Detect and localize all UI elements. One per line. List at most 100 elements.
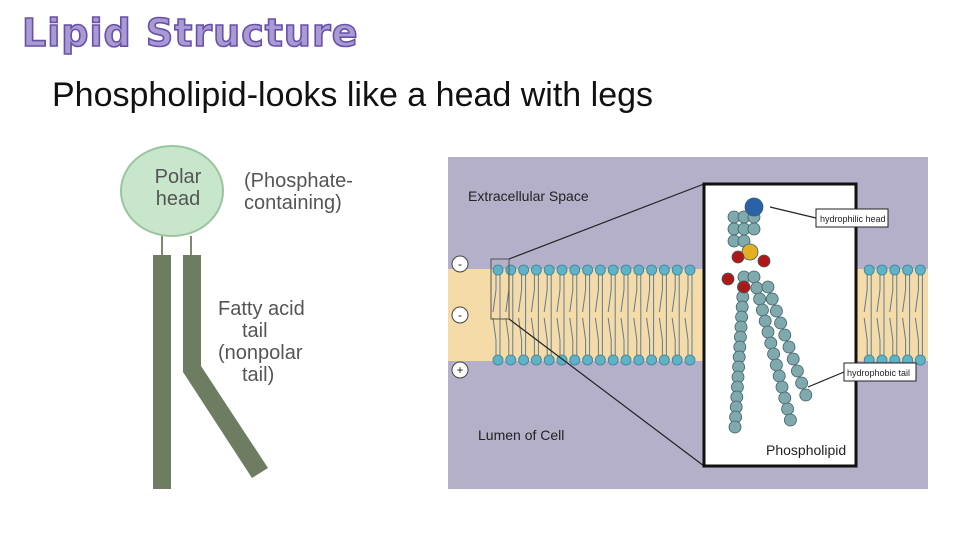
charge-bottom-text: + — [456, 363, 463, 377]
zoom-tail-bead — [761, 325, 775, 339]
straight-tail — [153, 255, 171, 489]
lipid-head-bead — [594, 264, 606, 276]
zoom-tail-bead — [767, 347, 781, 361]
lipid-tail-line — [863, 275, 872, 315]
zoom-tail-bead — [774, 316, 788, 330]
bent-tail — [183, 255, 268, 478]
slide-subtitle: Phospholipid-looks like a head with legs — [52, 78, 653, 112]
zoom-tail-bead — [782, 340, 796, 354]
lipid-tail-line — [594, 275, 603, 315]
hydrophobic-label: hydrophobic tail — [847, 368, 910, 378]
zoom-tail-bead — [769, 358, 783, 372]
zoom-line-bottom — [508, 318, 705, 467]
lipid-tail-line — [914, 315, 923, 355]
charge-top-text: - — [458, 257, 462, 271]
lipid-head-bead — [671, 264, 683, 276]
lipid-tail-line — [914, 275, 923, 315]
lipid-head-bead — [594, 354, 606, 366]
lipid-tail-line — [556, 275, 565, 315]
charge-top — [451, 255, 469, 273]
lipid-tail-line — [633, 275, 642, 315]
zoom-phosphate-bead — [741, 243, 759, 261]
lipid-tail-line — [530, 315, 539, 355]
zoom-tail-bead — [783, 413, 797, 427]
zoom-tail-bead — [781, 402, 795, 416]
lipid-tail-line — [658, 315, 667, 355]
zoom-tail-bead — [778, 391, 792, 405]
zoom-oxygen-bead — [757, 254, 771, 268]
zoom-tail-bead — [761, 280, 775, 294]
charge-mid-text: - — [458, 308, 462, 322]
lipid-head-bead — [556, 264, 568, 276]
zoom-tail-bead — [778, 328, 792, 342]
lipid-head-bead — [914, 354, 926, 366]
lipid-tail-line — [876, 275, 885, 315]
lipid-head-bead — [889, 264, 901, 276]
zoom-tail-bead — [799, 388, 813, 402]
lipid-tail-line — [607, 275, 616, 315]
lipid-tail-line — [902, 275, 911, 315]
lipid-tail-line — [582, 275, 591, 315]
lipid-head-bead — [582, 354, 594, 366]
lipid-head-bead — [492, 264, 504, 276]
lipid-tail-line — [594, 315, 603, 355]
lipid-tail-line — [543, 275, 552, 315]
lipid-tail-line — [492, 315, 501, 355]
lipid-head-bead — [582, 264, 594, 276]
zoom-tail-bead — [750, 281, 764, 295]
lipid-tail-line — [889, 315, 898, 355]
lipid-head-bead — [633, 264, 645, 276]
lipid-tail-line — [684, 275, 693, 315]
lipid-head-bead — [543, 354, 555, 366]
lipid-tail-line — [569, 315, 578, 355]
membrane-diagram: - - + Extracellular Space Lumen of Cell … — [448, 157, 928, 489]
zoom-tail-bead — [795, 376, 809, 390]
fatty-acid-tail-label: Fatty acid tail (nonpolar tail) — [218, 298, 305, 386]
hydrophobic-pointer — [807, 371, 845, 388]
lipid-tail-line — [902, 315, 911, 355]
zoom-tail-bead — [747, 270, 761, 284]
lipid-tail-line — [543, 315, 552, 355]
lipid-tail-line — [646, 315, 655, 355]
lipid-head-bead — [505, 354, 517, 366]
lipid-head-bead — [902, 264, 914, 276]
lipid-head-bead — [620, 264, 632, 276]
phospholipid-inset-label: Phospholipid — [766, 442, 846, 458]
lipid-head-bead — [633, 354, 645, 366]
zoom-molecule — [721, 197, 813, 434]
lipid-tail-line — [633, 315, 642, 355]
lipid-head-bead — [658, 264, 670, 276]
lipid-head-bead — [492, 354, 504, 366]
lipid-head-bead — [607, 354, 619, 366]
lipid-head-bead — [531, 264, 542, 276]
zoom-tail-bead — [728, 420, 742, 434]
zoom-tail-bead — [769, 304, 783, 318]
lipid-tail-line — [556, 315, 565, 355]
lumen-label: Lumen of Cell — [478, 427, 564, 443]
lipid-head-bead — [671, 354, 683, 366]
hydrophilic-pointer — [769, 206, 817, 219]
lipid-tail-line — [876, 315, 885, 355]
lipid-tail-line — [620, 275, 629, 315]
bilayer-tails — [492, 275, 923, 355]
lipid-head-bead — [531, 354, 542, 366]
zoom-tail-bead — [758, 314, 772, 328]
lipid-tail-line — [889, 275, 898, 315]
lipid-tail-line — [620, 315, 629, 355]
lipid-head-bead — [569, 354, 581, 366]
lipid-tail-line — [518, 315, 527, 355]
lipid-head-bead — [863, 264, 875, 276]
lipid-tail-line — [658, 275, 667, 315]
zoom-tail-bead — [765, 292, 779, 306]
zoom-oxygen-bead — [721, 272, 735, 286]
lipid-tail-line — [518, 275, 527, 315]
zoom-oxygen-bead — [737, 280, 751, 294]
lipid-tail-line — [671, 315, 680, 355]
charge-bottom — [451, 361, 469, 379]
lipid-tail-line — [582, 315, 591, 355]
extracellular-label: Extracellular Space — [468, 188, 589, 204]
zoom-hydrophilic-bead — [744, 197, 764, 217]
zoom-oxygen-bead — [731, 250, 745, 264]
lipid-head-bead — [620, 354, 632, 366]
